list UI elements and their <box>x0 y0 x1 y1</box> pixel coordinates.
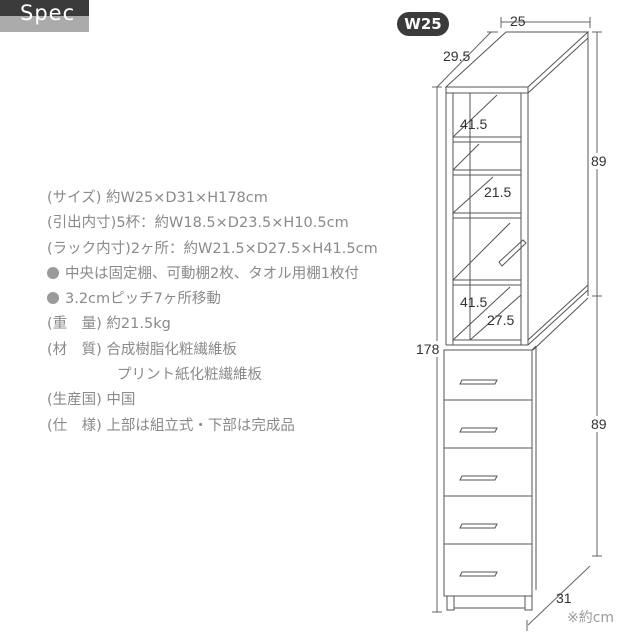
dim-rack-width: 21.5 <box>484 184 512 200</box>
dim-width-top: 25 <box>510 13 526 29</box>
spec-size: (サイズ) 約W25×D31×H178cm <box>47 190 268 206</box>
upper-rack <box>444 31 590 351</box>
spec-material: (材 質) 合成樹脂化粧繊維板 <box>47 341 237 358</box>
spec-tag-dark-band <box>0 0 89 16</box>
width-badge: W25 <box>397 12 449 36</box>
unit-footnote: ※約cm <box>567 610 615 626</box>
dim-rack-height-upper: 41.5 <box>460 116 488 132</box>
dim-lower-height: 89 <box>591 416 607 432</box>
spec-drawer-inner: (引出内寸)5杯：約W18.5×D23.5×H10.5cm <box>47 215 349 232</box>
spec-weight: (重 量) 約21.5kg <box>47 316 171 333</box>
bullet-icon <box>47 292 59 305</box>
dim-upper-height: 89 <box>591 153 607 169</box>
dim-depth-bottom: 31 <box>556 590 572 606</box>
dim-total-height: 178 <box>416 341 440 357</box>
bullet-icon <box>47 266 59 279</box>
spec-tag-light-band <box>0 16 89 32</box>
lower-chest <box>443 345 537 611</box>
spec-material-2: プリント紙化粧繊維板 <box>117 367 262 384</box>
spec-tag-label: Spec <box>20 1 76 25</box>
dim-rack-height-lower: 41.5 <box>460 294 488 310</box>
spec-section-tag: Spec <box>0 0 89 32</box>
dim-rack-depth: 27.5 <box>487 312 515 328</box>
spec-assembly: (仕 様) 上部は組立式・下部は完成品 <box>47 417 295 434</box>
spec-list: (サイズ) 約W25×D31×H178cm (引出内寸)5杯：約W18.5×D2… <box>47 186 378 439</box>
spec-origin: (生産国) 中国 <box>47 392 136 409</box>
spec-pitch: 3.2cmピッチ7ヶ所移動 <box>47 287 378 312</box>
spec-rack-inner: (ラック内寸)2ヶ所：約W21.5×D27.5×H41.5cm <box>47 240 378 257</box>
dim-depth-top: 29.5 <box>443 48 471 64</box>
spec-shelves: 中央は固定棚、可動棚2枚、タオル用棚1枚付 <box>47 262 378 287</box>
